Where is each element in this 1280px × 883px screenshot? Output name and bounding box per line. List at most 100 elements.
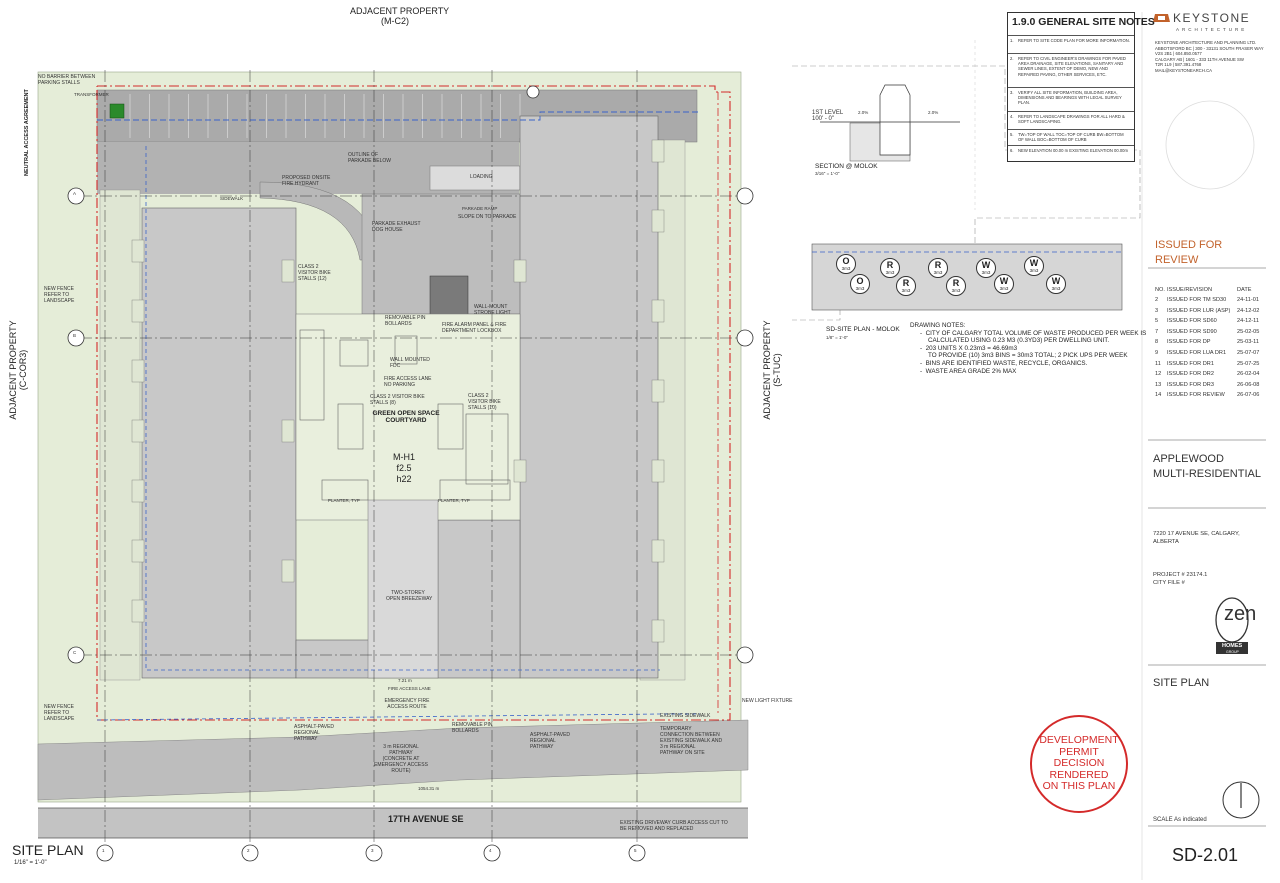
planter-label-west: PLANTER, TYP bbox=[328, 498, 360, 503]
top-adjacent-zone: (M-C2) bbox=[381, 16, 409, 26]
sidewalk-north-label: SIDEWALK bbox=[220, 196, 244, 201]
grid-bubble-5: 5 bbox=[634, 848, 637, 853]
sheet-title: SITE PLAN bbox=[1153, 677, 1210, 689]
right-adjacent-zone: (S-TUC) bbox=[772, 353, 782, 387]
sd-molok-scale: 1/8" = 1'-0" bbox=[826, 335, 848, 340]
loading-label: LOADING bbox=[470, 174, 493, 180]
section-grade-left: 2.0% bbox=[858, 110, 869, 115]
general-note-5: TW=TOP OF WALL TOC=TOP OF CURB BW=BOTTOM… bbox=[1018, 132, 1124, 143]
section-molok-title: SECTION @ MOLOK bbox=[815, 163, 878, 170]
left-adjacent-zone: (C-COR3) bbox=[18, 349, 28, 391]
general-note-3: VERIFY ALL SITE INFORMATION, BUILDING AR… bbox=[1018, 90, 1122, 106]
building-east bbox=[519, 115, 659, 679]
site-plan-title: SITE PLAN bbox=[12, 842, 84, 858]
sheet-number: SD-2.01 bbox=[1172, 845, 1239, 865]
grid-bubble-4: 4 bbox=[489, 848, 492, 853]
building-west bbox=[141, 207, 297, 679]
project-address: 7220 17 AVENUE SE, CALGARY,ALBERTA bbox=[1153, 531, 1240, 545]
planter-label-east: PLANTER, TYP bbox=[438, 498, 470, 503]
courtyard bbox=[295, 313, 521, 521]
general-note-4: REFER TO LANDSCAPE DRAWINGS FOR ALL HARD… bbox=[1018, 114, 1125, 125]
sd-molok-title: SD-SITE PLAN - MOLOK bbox=[826, 326, 900, 333]
fire-access-lane-tag: FIRE ACCESS LANE bbox=[388, 686, 431, 691]
transformer-symbol bbox=[109, 103, 125, 119]
general-note-2: REFER TO CIVIL ENGINEER'S DRAWINGS FOR P… bbox=[1018, 56, 1126, 77]
grid-bubble-3: 3 bbox=[371, 848, 374, 853]
grid-bubble-a: A bbox=[73, 191, 77, 196]
parkade-ramp-label: PARKADE RAMP bbox=[462, 206, 498, 211]
neutral-access-label: NEUTRAL ACCESS AGREEMENT bbox=[24, 89, 30, 176]
general-note-1: REFER TO SITE CODE PLAN FOR MORE INFORMA… bbox=[1018, 38, 1130, 43]
grid-bubble-2: 2 bbox=[247, 848, 250, 853]
section-grade-right: 2.0% bbox=[928, 110, 939, 115]
client-logo-text: zen bbox=[1224, 603, 1257, 625]
dim-7-21: 7.21 m bbox=[398, 678, 412, 683]
general-note-6: NEW ELEVATION 00.00 m EXISTING ELEVATION… bbox=[1018, 148, 1128, 153]
grid-bubble-1: 1 bbox=[102, 848, 105, 853]
grid-bubble-c: C bbox=[73, 650, 77, 655]
zen-logo bbox=[1215, 597, 1249, 654]
firm-address: KEYSTONE ARCHITECTURE AND PLANNING LTD. … bbox=[1155, 40, 1264, 73]
site-plan-scale: 1/16" = 1'-0" bbox=[14, 860, 47, 866]
drawing-notes: DRAWING NOTES: - CITY OF CALGARY TOTAL V… bbox=[910, 322, 1147, 375]
firm-name: KEYSTONE bbox=[1173, 11, 1251, 25]
street-label: 17TH AVENUE SE bbox=[388, 814, 464, 824]
client-homes: HOMES bbox=[1222, 643, 1243, 649]
client-group: GROUP bbox=[1226, 650, 1239, 654]
dim-1054: 1054.31 m bbox=[418, 786, 440, 791]
top-adjacent-label: ADJACENT PROPERTY bbox=[350, 6, 450, 16]
slope-label: SLOPE DN TO PARKADE bbox=[458, 214, 517, 220]
general-site-notes: 1.9.0 GENERAL SITE NOTES 1.REFER TO SITE… bbox=[1007, 12, 1155, 162]
left-adjacent-label: ADJACENT PROPERTY bbox=[8, 320, 18, 420]
existing-sidewalk-label: EXISTING SIDEWALK bbox=[660, 713, 711, 719]
firm-sub: ARCHITECTURE bbox=[1176, 27, 1248, 32]
transformer-label: TRANSFORMER bbox=[74, 92, 109, 97]
bike8-label: CLASS 2 VISITOR BIKE STALLS (8) bbox=[370, 394, 425, 406]
scale-note: SCALE As indicated bbox=[1153, 817, 1207, 823]
right-adjacent-label: ADJACENT PROPERTY bbox=[762, 320, 772, 420]
general-notes-title: 1.9.0 GENERAL SITE NOTES bbox=[1012, 16, 1155, 28]
light-fixture-label: NEW LIGHT FIXTURE bbox=[742, 698, 793, 704]
section-molok-scale: 3/16" = 1'-0" bbox=[815, 171, 840, 176]
grid-bubble-b: B bbox=[73, 333, 77, 338]
